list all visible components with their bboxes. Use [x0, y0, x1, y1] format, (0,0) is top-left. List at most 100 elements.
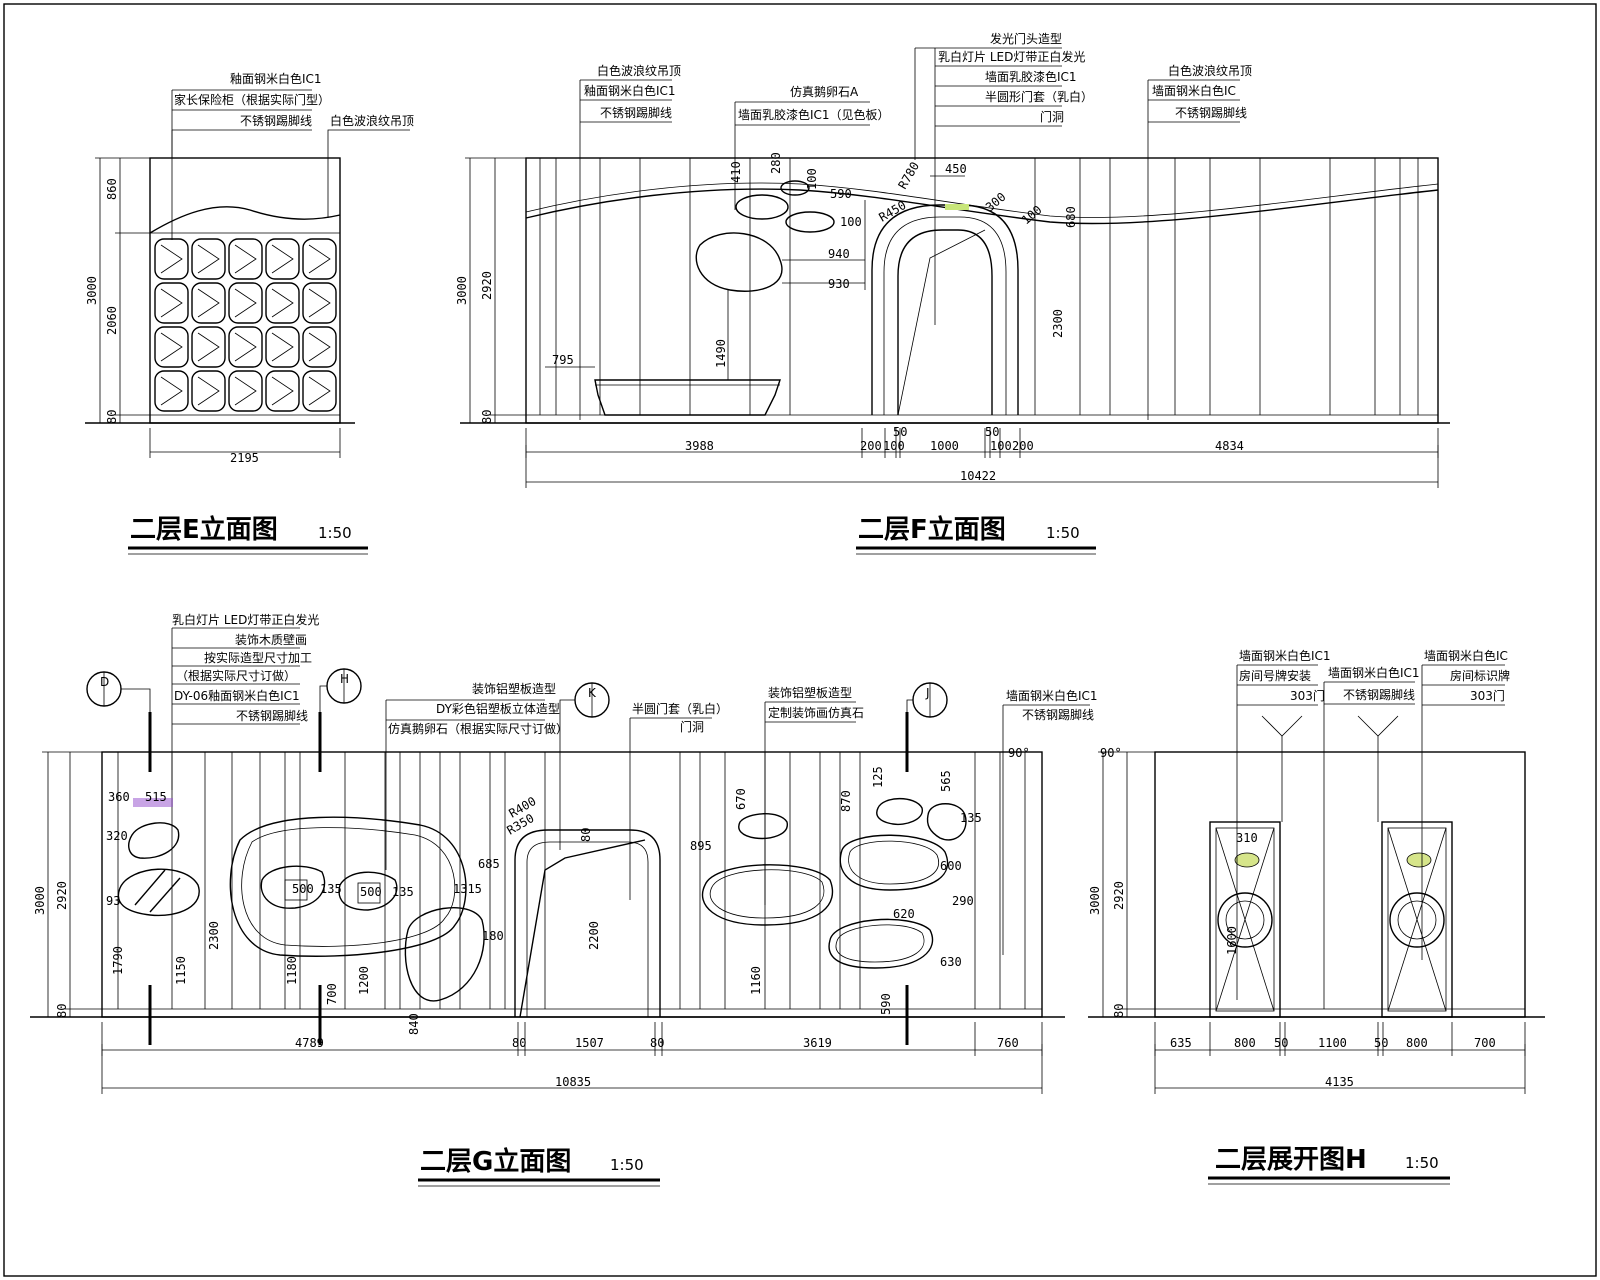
e-wave-ceiling	[149, 206, 341, 234]
f-dim-795: 795	[552, 353, 574, 367]
g-dim-590: 590	[879, 993, 893, 1015]
h-dim-50a: 50	[1274, 1036, 1288, 1050]
f-dim-1000: 1000	[930, 439, 959, 453]
f-dim-280: 280	[769, 152, 783, 174]
g-dim-2920: 2920	[55, 881, 69, 910]
h-door-1	[1209, 821, 1281, 1018]
sheet-border	[3, 3, 1597, 1277]
locker-door	[191, 282, 226, 324]
g-dim-135a: 135	[320, 882, 342, 896]
g-dim-80: 80	[55, 1004, 69, 1018]
elevation-f: 白色波浪纹吊顶 釉面钢米白色IC1 不锈钢踢脚线 仿真鹅卵石A 墙面乳胶漆色IC…	[455, 31, 1450, 488]
h-dim-310: 310	[1236, 831, 1258, 845]
g-note-b-2: DY彩色铝塑板立体造型	[436, 701, 560, 716]
g-note-b-1: 装饰铝塑板造型	[472, 681, 556, 696]
locker-chevron	[234, 332, 257, 362]
f-pebble-2	[785, 211, 835, 233]
f-note-mid-2: 墙面乳胶漆色IC1（见色板）	[738, 107, 890, 122]
g-dimension-ticks	[101, 1022, 1043, 1094]
h-dimension-ticks	[1154, 1022, 1526, 1094]
h-note-1-2: 房间号牌安装	[1239, 668, 1311, 683]
f-led-highlight	[945, 204, 969, 210]
f-dim-80: 80	[480, 410, 494, 424]
f-dim-930: 930	[828, 277, 850, 291]
h-note-3-3: 303门	[1470, 688, 1505, 703]
e-dim-80: 80	[105, 410, 119, 424]
locker-door	[302, 370, 337, 412]
h-note-3-1: 墙面钢米白色IC	[1424, 648, 1508, 663]
e-note-4: 白色波浪纹吊顶	[330, 113, 414, 128]
locker-door	[265, 282, 300, 324]
g-purple-highlight	[133, 798, 173, 807]
g-arch-outer	[514, 829, 661, 1017]
locker-door	[265, 370, 300, 412]
g-big-pebble-frame	[229, 816, 467, 957]
f-dim-50b: 50	[985, 425, 999, 439]
title-e: 二层E立面图 1:50	[128, 514, 368, 555]
bubble-j-label: J	[925, 686, 930, 700]
h-dim-3000: 3000	[1088, 886, 1102, 915]
locker-door	[302, 238, 337, 280]
h-dim-4135: 4135	[1325, 1075, 1354, 1089]
g-dim-80a: 80	[579, 828, 593, 842]
bubble-k-label: K	[588, 686, 597, 700]
f-dim-200a: 200	[860, 439, 882, 453]
g-pebble-8	[926, 803, 967, 841]
g-pebble-2	[117, 868, 200, 917]
g-note-d-2: 定制装饰画仿真石	[768, 705, 864, 720]
f-note-left-2: 釉面钢米白色IC1	[584, 83, 676, 98]
g-note-a-5: DY-06釉面钢米白色IC1	[174, 688, 300, 703]
elevation-h: 墙面钢米白色IC1 房间号牌安装 303门 墙面钢米白色IC1 不锈钢踢脚线 墙…	[1088, 648, 1545, 1094]
f-dim-100e: 100	[990, 439, 1012, 453]
locker-chevron	[308, 288, 331, 318]
h-dim-700: 700	[1474, 1036, 1496, 1050]
locker-door	[191, 370, 226, 412]
g-wall-outline	[101, 751, 1043, 1018]
f-bench	[594, 379, 781, 416]
g-note-e-2: 不锈钢踢脚线	[1022, 707, 1094, 722]
locker-door	[228, 326, 263, 368]
g-dim-840: 840	[407, 1013, 421, 1035]
h-dim-50b: 50	[1374, 1036, 1388, 1050]
title-h: 二层展开图H 1:50	[1208, 1145, 1450, 1185]
g-dim-700: 700	[325, 983, 339, 1005]
f-wall-outline	[525, 157, 1439, 424]
g-pebble-4	[701, 864, 834, 926]
f-dim-2300: 2300	[1051, 309, 1065, 338]
e-dim-2195: 2195	[230, 451, 259, 465]
g-note-a-1: 乳白灯片 LED灯带正白发光	[172, 612, 319, 627]
locker-chevron	[234, 244, 257, 274]
locker-door	[191, 238, 226, 280]
g-dim-4789: 4789	[295, 1036, 324, 1050]
g-dim-685: 685	[478, 857, 500, 871]
f-dim-100: 100	[840, 215, 862, 229]
f-dim-3988: 3988	[685, 439, 714, 453]
f-pebble-1	[735, 194, 789, 220]
g-note-a-3: 按实际造型尺寸加工	[204, 650, 312, 665]
f-note-top-2: 乳白灯片 LED灯带正白发光	[938, 49, 1085, 64]
title-e-name: 二层E立面图	[130, 514, 278, 545]
locker-door	[265, 326, 300, 368]
g-dim-80b: 80	[512, 1036, 526, 1050]
e-note-2: 家长保险柜（根据实际门型）	[174, 92, 330, 107]
g-pebble-1	[128, 822, 180, 859]
g-dim-500b: 500	[360, 885, 382, 899]
locker-chevron	[271, 376, 294, 406]
locker-chevron	[197, 244, 220, 274]
locker-chevron	[197, 288, 220, 318]
title-f: 二层F立面图 1:50	[856, 514, 1096, 555]
locker-chevron	[234, 288, 257, 318]
e-note-1: 釉面钢米白色IC1	[230, 71, 322, 86]
h-dim-800b: 800	[1406, 1036, 1428, 1050]
h-dim-80: 80	[1112, 1004, 1126, 1018]
g-note-a-2: 装饰木质壁画	[235, 632, 307, 647]
g-dim-80c: 80	[650, 1036, 664, 1050]
f-dim-200b: 200	[1012, 439, 1034, 453]
f-dim-r780: R780	[895, 159, 922, 191]
h-note-1-1: 墙面钢米白色IC1	[1239, 648, 1331, 663]
f-dim-2920: 2920	[480, 271, 494, 300]
g-note-b-3: 仿真鹅卵石（根据实际尺寸订做）	[388, 721, 568, 736]
g-dim-93: 93	[106, 894, 120, 908]
f-wall-panel-lines	[539, 158, 1419, 415]
